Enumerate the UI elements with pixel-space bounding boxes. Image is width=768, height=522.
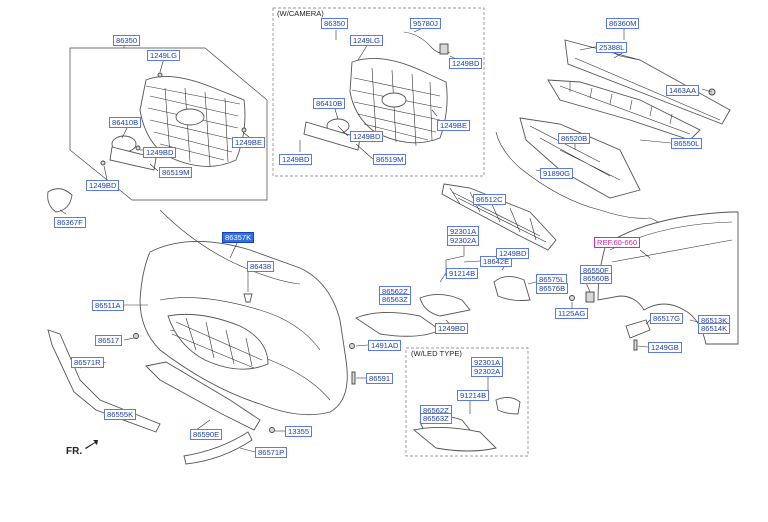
bolt-1125ag [569, 295, 575, 301]
part-label-86571p[interactable]: 86571P [255, 447, 288, 458]
part-label-86563z[interactable]: 86563Z [420, 413, 452, 424]
bracket-86517g [625, 319, 651, 339]
part-label-86590e[interactable]: 86590E [190, 429, 223, 440]
camera-unit [439, 43, 449, 55]
part-label-86410b[interactable]: 86410B [313, 98, 346, 109]
part-label-86517g[interactable]: 86517G [650, 313, 684, 324]
screw [157, 72, 163, 78]
part-label-86519m[interactable]: 86519M [373, 154, 407, 165]
part-label-1249lg[interactable]: 1249LG [147, 50, 181, 61]
part-label-86350[interactable]: 86350 [113, 35, 141, 46]
part-label-86438[interactable]: 86438 [247, 261, 275, 272]
bumper-cover-86511a [139, 241, 348, 416]
camera-license-bracket [303, 121, 361, 151]
part-label-86560b[interactable]: 86560B [580, 273, 613, 284]
screw [135, 145, 141, 151]
part-label-1249bd[interactable]: 1249BD [143, 147, 177, 158]
part-label-25388l[interactable]: 25388L [596, 42, 628, 53]
part-label-86367f[interactable]: 86367F [54, 217, 86, 228]
part-label-91890g[interactable]: 91890G [540, 168, 574, 179]
license-bracket [109, 146, 157, 171]
part-label-1249bd[interactable]: 1249BD [449, 58, 483, 69]
part-label-86410b[interactable]: 86410B [109, 117, 142, 128]
part-label-95780j[interactable]: 95780J [410, 18, 441, 29]
bolt-86591 [351, 371, 356, 385]
part-label-1249lg[interactable]: 1249LG [350, 35, 384, 46]
led-fog-housing [413, 426, 497, 452]
part-label-86514k[interactable]: 86514K [698, 323, 731, 334]
nut-1491ad [349, 343, 355, 349]
screw [241, 127, 247, 133]
part-label-1249bd[interactable]: 1249BD [279, 154, 313, 165]
part-label-86350[interactable]: 86350 [321, 18, 349, 29]
led-type-caption: (W/LED TYPE) [409, 349, 464, 358]
absorber-ribs [529, 125, 621, 181]
part-label-86511a[interactable]: 86511A [92, 300, 124, 311]
part-label-1463aa[interactable]: 1463AA [666, 85, 700, 96]
part-label-86360m[interactable]: 86360M [606, 18, 640, 29]
radiator-grille [139, 75, 246, 167]
part-label-86555k[interactable]: 86555K [104, 409, 137, 420]
hood-seal-86357k [159, 209, 301, 285]
screw [100, 160, 106, 166]
part-label-1249bd[interactable]: 1249BD [350, 131, 384, 142]
front-arrow-icon [85, 440, 98, 449]
led-group-frame [405, 347, 529, 457]
part-label-1249gb[interactable]: 1249GB [648, 342, 682, 353]
camera-type-caption: (W/CAMERA) [275, 9, 326, 18]
absorber-upper [547, 79, 701, 141]
lower-lip-86590e [145, 361, 261, 431]
absorber-ribs [559, 82, 691, 135]
absorber-86520b [519, 117, 641, 199]
skid-plate-86571p [183, 431, 253, 465]
part-label-1491ad[interactable]: 1491AD [368, 340, 402, 351]
sensor-wiring-91890g [495, 131, 671, 233]
screw-13355 [269, 427, 275, 433]
part-label-1249be[interactable]: 1249BE [232, 137, 266, 148]
bracket-86550f [585, 291, 595, 303]
grille-group-frame [69, 47, 268, 201]
part-label-91214b[interactable]: 91214B [457, 390, 490, 401]
part-label-86512c[interactable]: 86512C [473, 194, 506, 205]
part-label-13355[interactable]: 13355 [285, 426, 313, 437]
part-label-86591[interactable]: 86591 [366, 373, 394, 384]
part-label-91214b[interactable]: 91214B [446, 268, 479, 279]
part-label-92302a[interactable]: 92302A [447, 235, 480, 246]
front-direction-label: FR. [66, 446, 83, 457]
emblem-86367f [47, 188, 73, 213]
fog-lamp-housing [355, 311, 441, 337]
part-label-86357k[interactable]: 86357K [222, 232, 255, 243]
ref-label-fender[interactable]: REF.60-660 [594, 237, 641, 248]
bolt-86517 [133, 333, 139, 339]
part-label-86517[interactable]: 86517 [95, 335, 123, 346]
screw-1249gb [633, 339, 638, 351]
clip-86438 [243, 293, 253, 303]
led-fog-bulb [495, 397, 521, 415]
part-label-1249bd[interactable]: 1249BD [496, 248, 530, 259]
part-label-1249be[interactable]: 1249BE [437, 120, 471, 131]
part-label-86519m[interactable]: 86519M [159, 167, 193, 178]
part-label-86571r[interactable]: 86571R [71, 357, 104, 368]
part-label-86520b[interactable]: 86520B [558, 133, 591, 144]
part-label-1249bd[interactable]: 1249BD [435, 323, 469, 334]
fog-lamp-bezel [419, 294, 471, 317]
fog-lamp-cover-86575l [493, 276, 531, 301]
part-label-1249bd[interactable]: 1249BD [86, 180, 120, 191]
part-label-86563z[interactable]: 86563Z [379, 294, 411, 305]
camera-radiator-grille [349, 57, 448, 147]
part-label-92302a[interactable]: 92302A [471, 366, 504, 377]
part-label-86550l[interactable]: 86550L [671, 138, 703, 149]
part-label-86576b[interactable]: 86576B [536, 283, 569, 294]
camera-group-frame [272, 7, 485, 177]
part-label-1125ag[interactable]: 1125AG [555, 308, 589, 319]
